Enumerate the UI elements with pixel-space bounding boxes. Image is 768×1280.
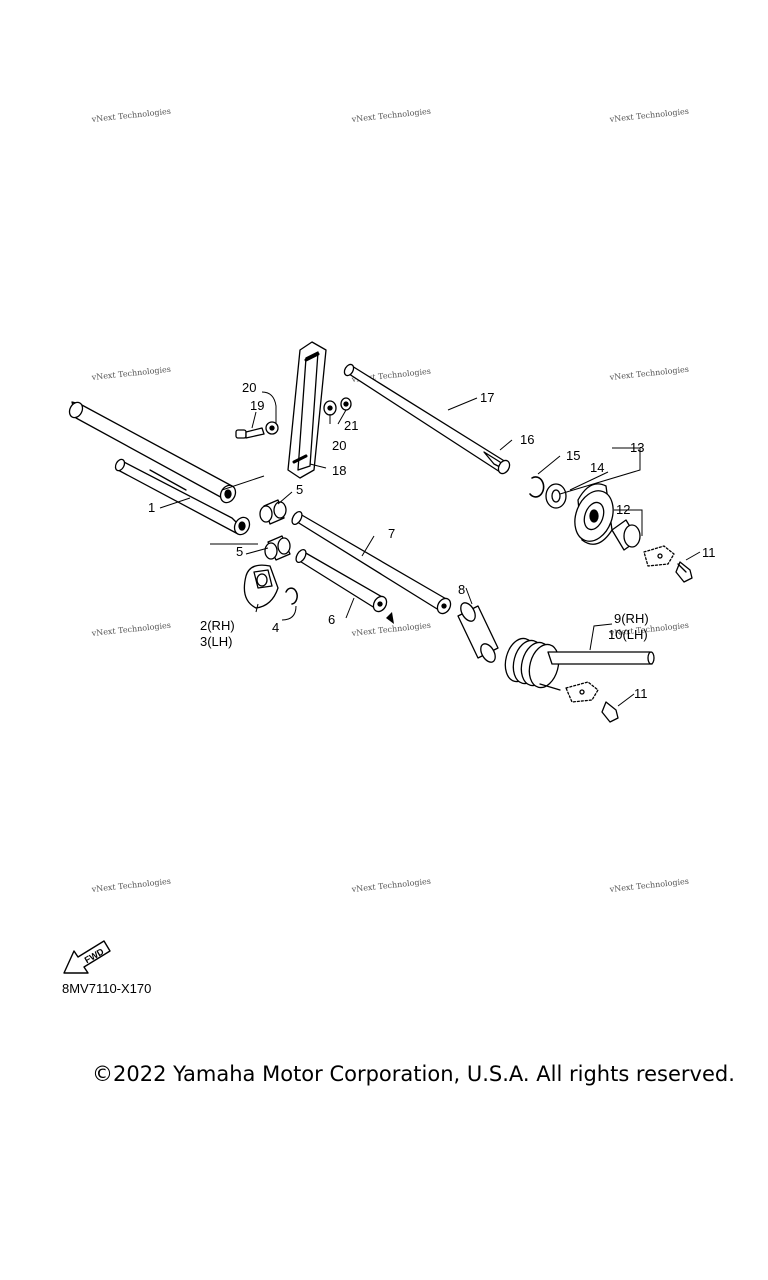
label-part-9: 9(RH) <box>614 611 649 626</box>
part-5-collar-lower <box>264 535 291 561</box>
watermark: vNext Technologies <box>608 365 689 382</box>
copyright-notice: ©2022 Yamaha Motor Corporation, U.S.A. A… <box>92 1062 735 1086</box>
label-part-21: 21 <box>344 418 358 433</box>
part-9-10-spring <box>504 637 655 691</box>
part-11-bolt-upper <box>643 545 693 583</box>
label-part-16: 16 <box>520 432 534 447</box>
label-part-15: 15 <box>566 448 580 463</box>
part-labels: 1 2(RH) 3(LH) 4 5 5 6 7 8 9(RH) 10(LH) 1… <box>148 380 716 701</box>
label-part-10: 10(LH) <box>608 627 648 642</box>
watermark: vNext Technologies <box>90 107 171 124</box>
watermark: vNext Technologies <box>350 107 431 124</box>
part-21-nut <box>340 397 352 411</box>
label-part-11-upper: 11 <box>702 545 716 560</box>
label-part-5-lower: 5 <box>236 544 243 559</box>
label-part-19: 19 <box>250 398 264 413</box>
label-part-1: 1 <box>148 500 155 515</box>
watermark: vNext Technologies <box>90 877 171 894</box>
label-part-14: 14 <box>590 460 604 475</box>
diagram-code: 8MV7110-X170 <box>62 981 152 996</box>
watermark: vNext Technologies <box>90 621 171 638</box>
label-part-11-lower: 11 <box>634 686 648 701</box>
fwd-arrow-icon: FWD <box>63 940 111 974</box>
label-part-6: 6 <box>328 612 335 627</box>
label-part-20-upper: 20 <box>242 380 256 395</box>
part-7-shaft <box>291 510 452 615</box>
part-4-circlip <box>285 587 298 605</box>
part-20-washer <box>323 400 337 416</box>
part-15-circlip <box>529 476 545 498</box>
part-8-sleeve <box>457 602 499 663</box>
part-1-frame <box>68 401 251 536</box>
assembly-arrows <box>386 612 394 624</box>
label-part-20-lower: 20 <box>332 438 346 453</box>
label-part-3: 3(LH) <box>200 634 233 649</box>
watermark: vNext Technologies <box>608 877 689 894</box>
label-part-7: 7 <box>388 526 395 541</box>
part-13-wheel <box>574 483 614 545</box>
label-part-2: 2(RH) <box>200 618 235 633</box>
part-18-link <box>287 341 327 479</box>
label-part-17: 17 <box>480 390 494 405</box>
part-12-spacer <box>611 519 641 551</box>
leader-lines <box>159 391 701 707</box>
watermark: vNext Technologies <box>350 621 431 638</box>
label-part-4: 4 <box>272 620 279 635</box>
part-5-collar-upper <box>259 499 287 525</box>
label-part-8: 8 <box>458 582 465 597</box>
part-2-3-arm <box>243 564 279 609</box>
label-part-12: 12 <box>616 502 630 517</box>
label-part-5-upper: 5 <box>296 482 303 497</box>
part-14-bearing <box>545 483 567 509</box>
label-part-18: 18 <box>332 463 346 478</box>
label-part-13: 13 <box>630 440 644 455</box>
part-19-bolt <box>235 421 279 439</box>
part-6-shaft <box>295 548 388 613</box>
watermark: vNext Technologies <box>90 365 171 382</box>
watermark: vNext Technologies <box>608 107 689 124</box>
part-17-shaft <box>343 363 511 475</box>
part-11-bolt-lower <box>565 681 619 723</box>
watermark: vNext Technologies <box>350 877 431 894</box>
